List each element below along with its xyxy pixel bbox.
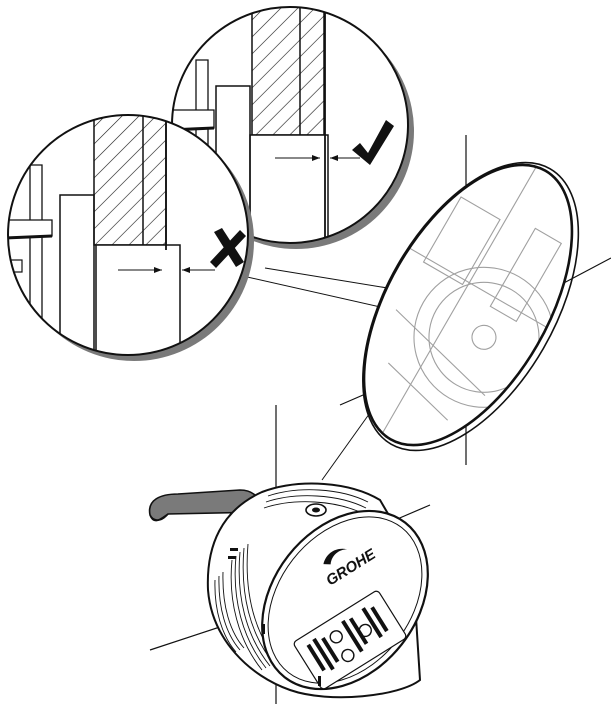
detail-circle-incorrect bbox=[7, 114, 254, 361]
check-mark-icon bbox=[352, 120, 394, 165]
lens-rim bbox=[362, 163, 574, 447]
cross-mark-icon bbox=[210, 228, 246, 268]
thermostat-unit: GROHE bbox=[148, 405, 431, 704]
grohe-logo-wave-icon bbox=[323, 548, 348, 565]
magnifier-lens bbox=[362, 161, 580, 452]
info-label-plate bbox=[293, 590, 407, 690]
